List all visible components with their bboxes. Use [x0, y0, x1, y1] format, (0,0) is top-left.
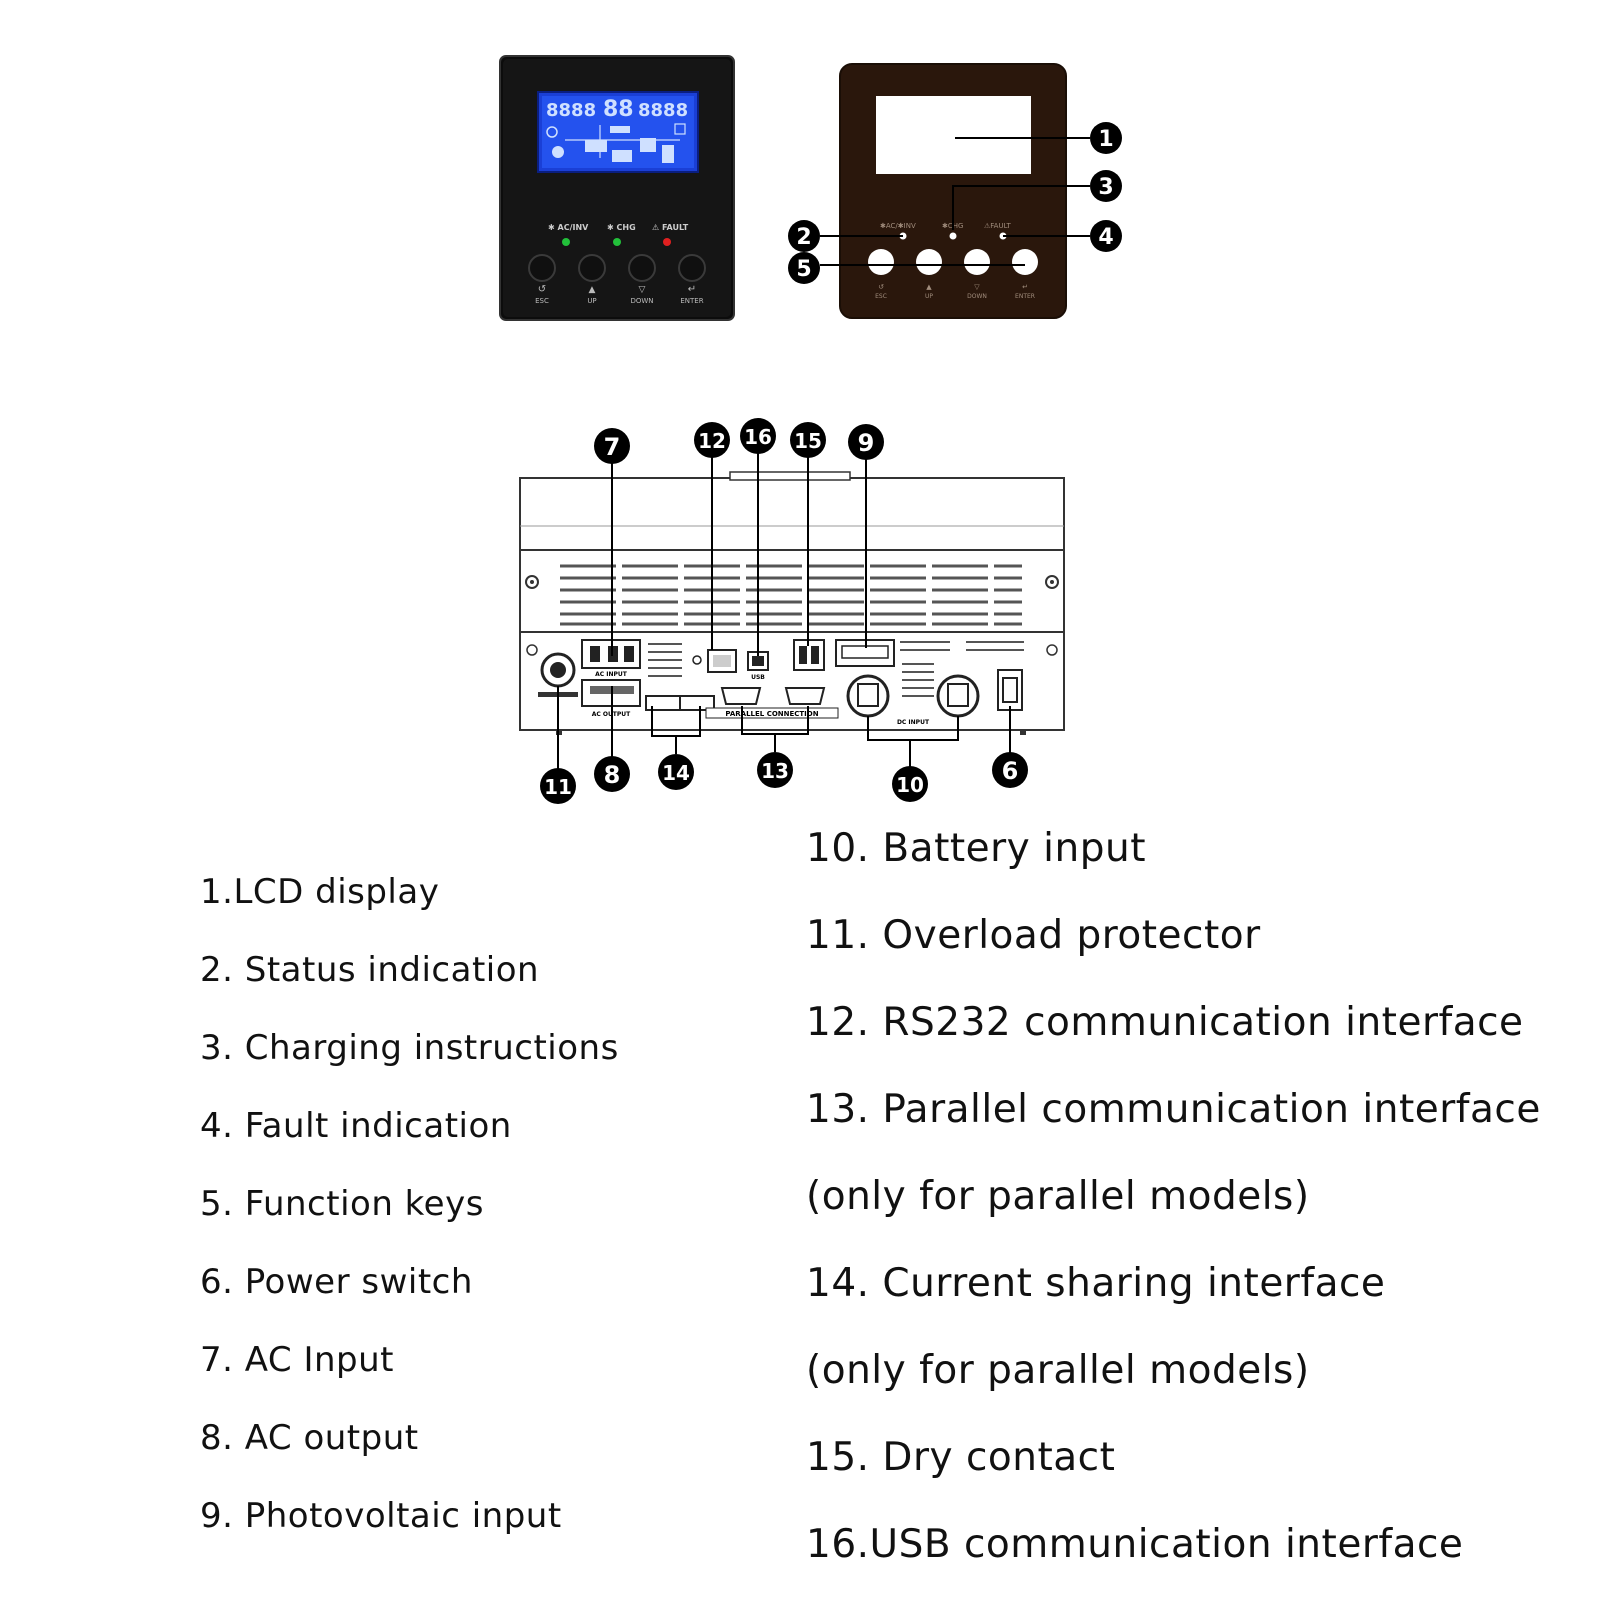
svg-text:9: 9 [858, 429, 875, 457]
down-key [628, 254, 656, 282]
led-chg [613, 238, 621, 246]
svg-text:8: 8 [604, 761, 621, 789]
legend-item-10: 10. Battery input [806, 826, 1146, 871]
lcd-screen: 8888 88 8888 [537, 91, 699, 173]
legend-item-16: 16.USB communication interface [806, 1522, 1464, 1567]
svg-text:PARALLEL CONNECTION: PARALLEL CONNECTION [725, 710, 818, 718]
svg-text:↺: ↺ [878, 283, 884, 291]
led-label-chg: ✱ CHG [607, 223, 636, 232]
svg-text:11: 11 [544, 775, 572, 799]
svg-text:ESC: ESC [875, 293, 887, 300]
callout-11: 11 [540, 768, 576, 804]
front-keys: ↺ ▲ ▽ ↵ ESC UP DOWN ENTER [528, 254, 706, 305]
esc-key [528, 254, 556, 282]
svg-text:2: 2 [796, 225, 811, 250]
svg-text:▽: ▽ [974, 283, 980, 291]
svg-text:DC INPUT: DC INPUT [897, 719, 930, 726]
legend-item-4: 4. Fault indication [200, 1106, 512, 1146]
legend-item-11: 11. Overload protector [806, 913, 1261, 958]
parallel-port-1 [720, 687, 762, 705]
led-label-ac-inv: ✱ AC/INV [548, 223, 589, 232]
key-label-down: DOWN [630, 297, 653, 305]
front-panel-schematic: ✱AC/✱INV ✱CHG ⚠FAULT ↺ ▲ ▽ ↵ ESC UP DOWN… [788, 63, 1122, 319]
legend-item-9: 9. Photovoltaic input [200, 1496, 562, 1536]
enter-key [678, 254, 706, 282]
legend-item-13-note: (only for parallel models) [806, 1174, 1310, 1219]
key-label-esc: ESC [535, 297, 549, 305]
svg-text:8888: 8888 [638, 100, 688, 121]
legend-item-6: 6. Power switch [200, 1262, 473, 1302]
vent-slots [560, 564, 1022, 626]
svg-text:↺: ↺ [538, 284, 546, 295]
callout-4: 4 [1090, 220, 1122, 252]
svg-text:▲: ▲ [926, 283, 932, 291]
callout-15: 15 [790, 422, 826, 458]
rear-panel: AC INPUT AC OUTPUT USB [519, 471, 1065, 735]
svg-text:UP: UP [925, 293, 933, 300]
front-panel-photo: 8888 88 8888 ✱ AC/INV ✱ CHG ⚠ FAULT [499, 55, 735, 321]
legend-item-3: 3. Charging instructions [200, 1028, 619, 1068]
callout-9: 9 [848, 424, 884, 460]
legend-item-2: 2. Status indication [200, 950, 540, 990]
up-key [578, 254, 606, 282]
legend-item-5: 5. Function keys [200, 1184, 484, 1224]
callout-5: 5 [788, 252, 820, 284]
front-led-row: ✱ AC/INV ✱ CHG ⚠ FAULT [548, 223, 689, 246]
svg-text:14: 14 [662, 761, 690, 785]
svg-text:16: 16 [744, 425, 772, 449]
callout-16: 16 [740, 418, 776, 454]
callout-1: 1 [1090, 122, 1122, 154]
legend-item-7: 7. AC Input [200, 1340, 394, 1380]
legend-item-8: 8. AC output [200, 1418, 419, 1458]
svg-text:✱AC/✱INV: ✱AC/✱INV [880, 222, 916, 230]
callout-13: 13 [757, 752, 793, 788]
inverter-diagram: 8888 88 8888 ✱ AC/INV ✱ CHG ⚠ FAULT [499, 55, 1122, 804]
svg-text:ENTER: ENTER [1015, 293, 1035, 300]
legend-item-13: 13. Parallel communication interface [806, 1087, 1541, 1132]
key-label-up: UP [587, 297, 596, 305]
svg-text:3: 3 [1098, 175, 1113, 200]
svg-text:8888: 8888 [546, 100, 596, 121]
svg-text:DOWN: DOWN [967, 293, 987, 300]
callout-7: 7 [594, 428, 630, 464]
callout-12: 12 [694, 422, 730, 458]
parallel-port-2 [784, 687, 826, 705]
svg-text:USB: USB [751, 674, 765, 681]
svg-text:AC INPUT: AC INPUT [595, 671, 628, 678]
svg-text:↵: ↵ [1022, 283, 1028, 291]
callout-14: 14 [658, 754, 694, 790]
svg-text:⚠FAULT: ⚠FAULT [984, 222, 1012, 230]
svg-text:▽: ▽ [639, 285, 646, 295]
svg-text:13: 13 [761, 759, 789, 783]
svg-text:88: 88 [603, 97, 634, 122]
led-ac-inv [562, 238, 570, 246]
callout-3: 3 [1090, 170, 1122, 202]
key-label-enter: ENTER [680, 297, 703, 305]
legend-item-12: 12. RS232 communication interface [806, 1000, 1524, 1045]
svg-text:▲: ▲ [589, 285, 596, 295]
callout-8: 8 [594, 756, 630, 792]
legend-item-1: 1.LCD display [200, 872, 440, 912]
schematic-lcd [876, 96, 1031, 174]
svg-text:6: 6 [1002, 757, 1019, 785]
legend-item-14: 14. Current sharing interface [806, 1261, 1386, 1306]
svg-text:15: 15 [794, 429, 822, 453]
legend-item-14-note: (only for parallel models) [806, 1348, 1310, 1393]
svg-text:↵: ↵ [688, 284, 696, 295]
legend-item-15: 15. Dry contact [806, 1435, 1116, 1480]
callout-6: 6 [992, 752, 1028, 788]
svg-text:4: 4 [1098, 225, 1113, 250]
svg-text:7: 7 [604, 433, 621, 461]
callout-10: 10 [892, 766, 928, 802]
svg-text:10: 10 [896, 773, 924, 797]
callout-2: 2 [788, 220, 820, 252]
led-fault [663, 238, 671, 246]
svg-text:5: 5 [796, 257, 811, 282]
svg-text:12: 12 [698, 429, 726, 453]
led-label-fault: ⚠ FAULT [652, 223, 689, 232]
svg-text:1: 1 [1098, 127, 1113, 152]
